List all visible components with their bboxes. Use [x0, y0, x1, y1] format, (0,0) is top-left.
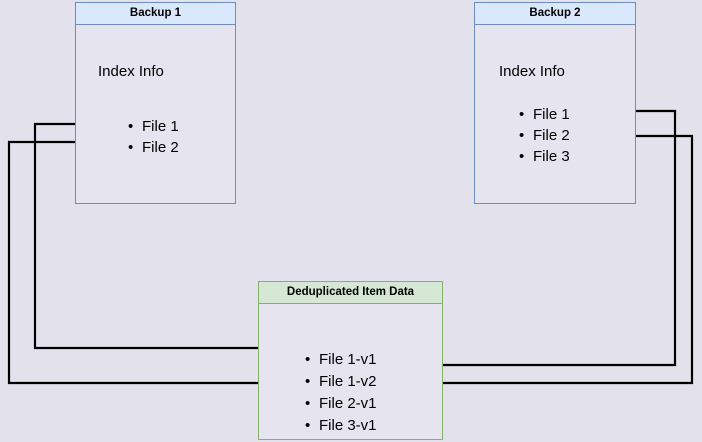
list-item[interactable]: File 3-v1 [303, 415, 377, 437]
deduplicated-item-data-box[interactable]: Deduplicated Item Data File 1-v1 File 1-… [258, 281, 443, 440]
list-item[interactable]: File 2 [517, 125, 570, 146]
backup-2-box[interactable]: Backup 2 Index Info File 1 File 2 File 3 [474, 2, 636, 204]
backup-2-file-list: File 1 File 2 File 3 [517, 104, 570, 167]
backup-1-title: Backup 1 [76, 3, 235, 25]
list-item[interactable]: File 1-v1 [303, 349, 377, 371]
list-item[interactable]: File 1 [517, 104, 570, 125]
deduplicated-file-list: File 1-v1 File 1-v2 File 2-v1 File 3-v1 [303, 349, 377, 437]
list-item[interactable]: File 2 [126, 137, 179, 158]
backup-2-body: Index Info File 1 File 2 File 3 [475, 25, 635, 203]
list-item[interactable]: File 1 [126, 116, 179, 137]
backup-1-box[interactable]: Backup 1 Index Info File 1 File 2 [75, 2, 236, 204]
list-item[interactable]: File 2-v1 [303, 393, 377, 415]
backup-1-file-list: File 1 File 2 [126, 116, 179, 158]
deduplicated-item-data-title: Deduplicated Item Data [259, 282, 442, 304]
backup-2-title: Backup 2 [475, 3, 635, 25]
backup-1-body: Index Info File 1 File 2 [76, 25, 235, 203]
list-item[interactable]: File 3 [517, 146, 570, 167]
backup-2-caption: Index Info [499, 63, 565, 80]
deduplicated-item-data-body: File 1-v1 File 1-v2 File 2-v1 File 3-v1 [259, 304, 442, 439]
backup-1-caption: Index Info [98, 63, 164, 80]
list-item[interactable]: File 1-v2 [303, 371, 377, 393]
